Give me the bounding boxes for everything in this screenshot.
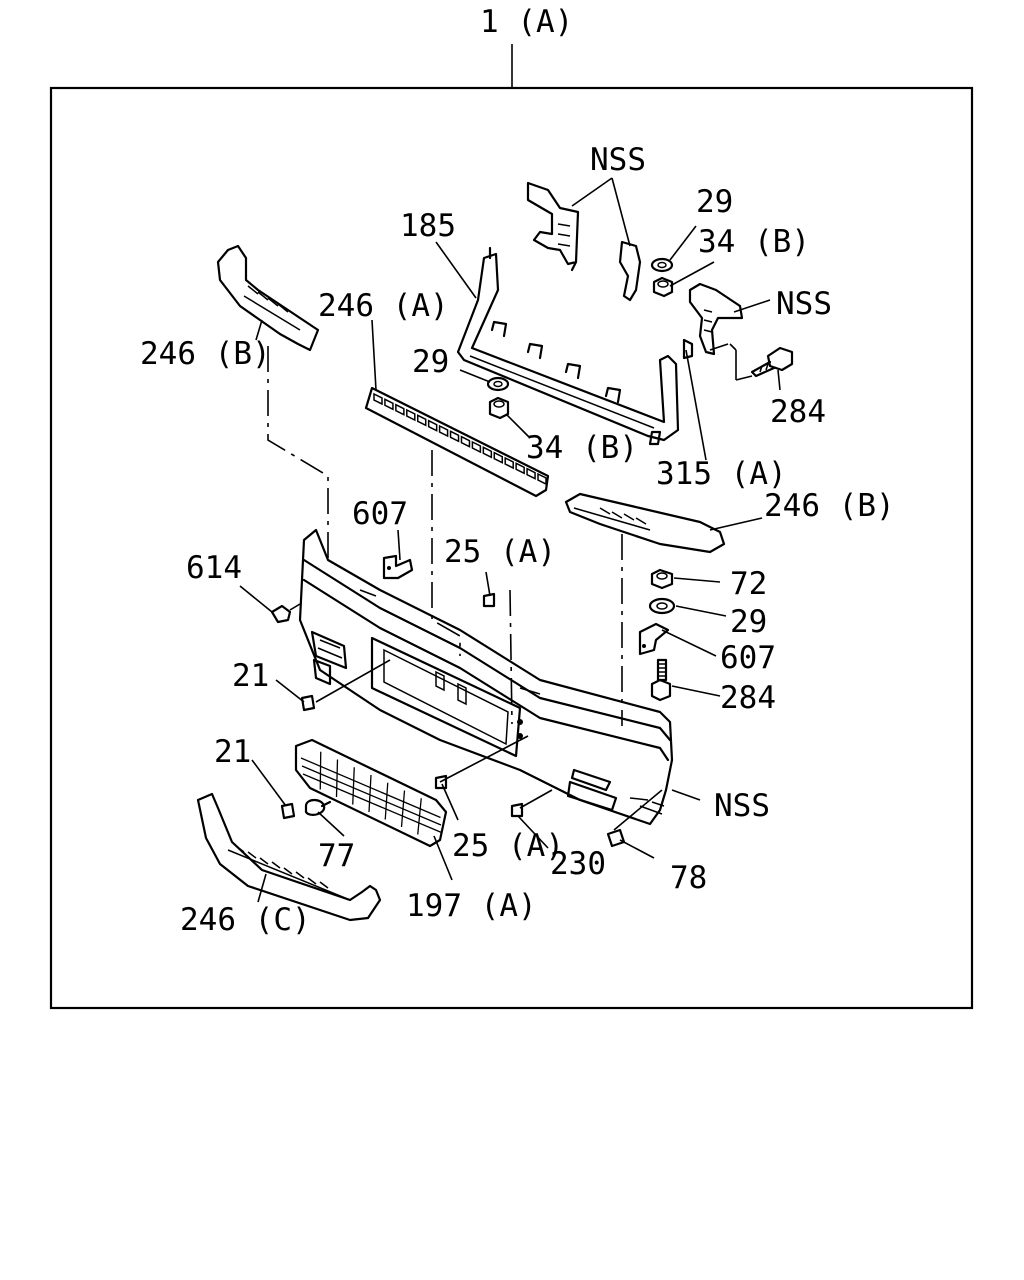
clip-25a-top [482,592,496,608]
label-nss-bottom: NSS [714,788,770,824]
bumper-body [298,528,674,826]
strip-slot [427,419,438,432]
grille-bar [302,773,442,834]
label-nss-top: NSS [590,142,646,178]
label-21-bottom: 21 [214,734,251,770]
lower-grille-197a [294,738,448,848]
nss-top-bracket [526,181,580,272]
label-34b-top: 34 (B) [698,224,810,260]
clip-21-top [300,694,316,712]
clip-230 [510,802,524,818]
nut-72 [650,568,674,590]
label-284-top: 284 [770,394,826,430]
bracket-607-left [382,554,414,580]
strip-slot [406,408,416,422]
strip-slot [416,414,427,427]
plug-614 [270,603,301,624]
label-77: 77 [318,838,355,874]
grille-bar [335,759,339,798]
label-246a: 246 (A) [318,288,449,324]
strip-slot [395,403,405,416]
washer-29-right [648,597,676,615]
label-284-right: 284 [720,680,776,716]
grille-strip-246a [364,386,550,498]
label-29-right: 29 [730,604,767,640]
strip-slot [537,472,547,486]
label-230: 230 [550,846,606,882]
alignment-lines [267,346,623,726]
grille-bar [352,767,355,805]
label-185: 185 [400,208,456,244]
label-72: 72 [730,566,767,602]
grille-bar [319,751,322,790]
nut-34b-mid [488,396,510,420]
part-labels: 1 (A) NSS 29 34 (B) NSS 185 246 (A) 246 … [140,4,895,938]
bolt-284-right [650,658,672,702]
label-246b-right: 246 (B) [764,488,895,524]
bracket-607-right [638,622,670,656]
label-nss-mid: NSS [776,286,832,322]
label-197a: 197 (A) [406,888,537,924]
label-25a-bottom: 25 (A) [452,828,564,864]
washer-29-mid [486,376,510,392]
label-614: 614 [186,550,242,586]
grille-bar [300,757,441,819]
support-frame-185 [456,246,694,446]
bolt-284-top [750,346,794,378]
label-607-right: 607 [720,640,776,676]
lower-trim-246c [196,792,382,922]
label-246c: 246 (C) [180,902,311,938]
strip-slot [471,440,482,454]
label-29-top: 29 [696,184,733,220]
label-78: 78 [670,860,707,896]
strip-slot [482,446,493,459]
strip-slot [438,424,449,438]
label-assembly: 1 (A) [480,4,573,40]
label-246b-left: 246 (B) [140,336,271,372]
label-34b-mid: 34 (B) [526,430,638,466]
label-315a: 315 (A) [656,456,787,492]
clip-78 [606,828,626,848]
grille-bar [384,782,389,820]
strip-slot [515,462,525,475]
washer-29-top [650,257,674,273]
strip-slot [449,430,460,443]
label-29-mid: 29 [412,344,449,380]
grille-bar [301,765,442,826]
strip-slot [373,392,383,406]
clip-25a-bottom [434,774,448,790]
nss-small-clip [618,240,642,302]
label-21-top: 21 [232,658,269,694]
screw-77 [304,798,332,816]
side-trim-246b-right [564,492,726,554]
leader-lines [239,177,781,903]
clip-21-bottom [280,802,296,820]
side-trim-246b-left [216,244,320,352]
nut-34b-top [652,276,674,298]
strip-slot [460,435,471,448]
label-25a-top: 25 (A) [444,534,556,570]
strip-slot [384,398,394,411]
label-607-left: 607 [352,496,408,532]
strip-slot [504,456,514,470]
strip-slot [526,467,536,480]
grille-bar [368,774,372,813]
nss-right-bracket [688,282,744,356]
strip-slot [493,451,504,464]
